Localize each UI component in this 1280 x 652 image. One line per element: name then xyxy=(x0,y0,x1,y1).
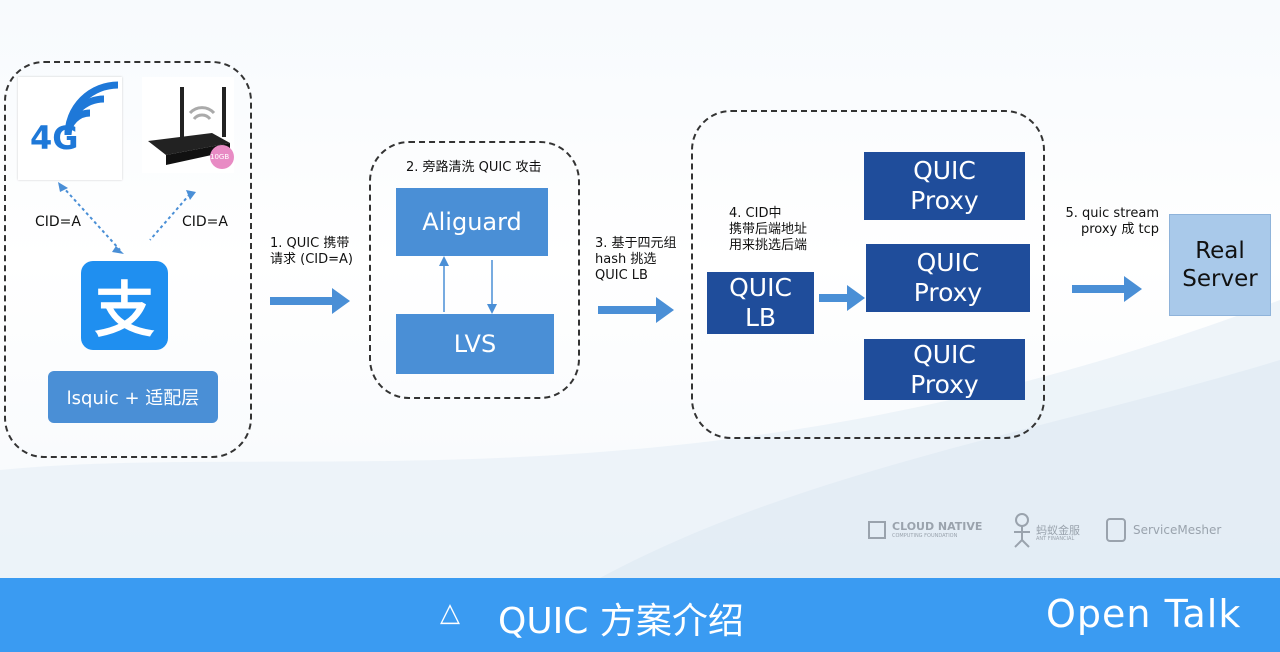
cid-dotted-links xyxy=(58,182,196,254)
quic-proxy-box-1: QUIC Proxy xyxy=(864,152,1025,220)
step1-arrow xyxy=(270,288,350,314)
aliguard-group xyxy=(369,141,580,399)
quic-lb-label: QUIC LB xyxy=(729,273,792,332)
alipay-glyph: 支 xyxy=(94,276,155,346)
icon-4g-text: 4G xyxy=(30,119,79,157)
cncf-subtext: COMPUTING FOUNDATION xyxy=(892,533,958,539)
quic-proxy-label-1: QUIC Proxy xyxy=(910,156,979,215)
lvs-label: LVS xyxy=(453,330,497,358)
lvs-box: LVS xyxy=(396,314,554,374)
cncf-icon xyxy=(868,521,886,539)
footer-bar: △ QUIC 方案介绍 Open Talk xyxy=(0,578,1280,652)
quic-proxy-label-3: QUIC Proxy xyxy=(910,339,979,399)
servicemesher-icon xyxy=(1106,518,1126,542)
cncf-logo: CLOUD NATIVE COMPUTING FOUNDATION xyxy=(868,519,992,541)
lb-to-proxy-arrow xyxy=(819,285,865,311)
cid-label-right: CID=A xyxy=(182,214,228,230)
footer-triangle-icon: △ xyxy=(440,598,460,628)
quic-lb-box: QUIC LB xyxy=(707,272,814,334)
alipay-icon: 支 xyxy=(81,261,168,350)
quic-proxy-box-2: QUIC Proxy xyxy=(866,244,1030,312)
servicemesher-logo: ServiceMesher xyxy=(1106,518,1226,544)
aliguard-group-title: 2. 旁路清洗 QUIC 攻击 xyxy=(406,160,542,175)
background-wave xyxy=(0,300,1280,578)
step5-arrow xyxy=(1072,276,1142,302)
step3-label: 3. 基于四元组 hash 挑选 QUIC LB xyxy=(595,236,677,283)
lsquic-box: lsquic + 适配层 xyxy=(48,371,218,423)
footer-brand: Open Talk xyxy=(1046,592,1242,636)
aliguard-box: Aliguard xyxy=(396,188,548,256)
mobile-4g-icon: 4G xyxy=(18,77,122,180)
ant-icon xyxy=(1014,513,1030,548)
step5-label: 5. quic stream proxy 成 tcp xyxy=(1065,206,1159,237)
aliguard-label: Aliguard xyxy=(422,208,522,236)
step4-label: 4. CID中 携带后端地址 用来挑选后端 xyxy=(729,206,808,253)
lsquic-label: lsquic + 适配层 xyxy=(66,388,200,409)
real-server-box: Real Server xyxy=(1169,214,1271,316)
lb-group xyxy=(691,110,1045,439)
client-group xyxy=(4,61,252,458)
quic-proxy-box-3: QUIC Proxy xyxy=(864,339,1025,400)
step1-label: 1. QUIC 携带 请求 (CID=A) xyxy=(270,236,353,267)
ant-subtext: ANT FINANCIAL xyxy=(1036,536,1075,542)
footer-title: QUIC 方案介绍 xyxy=(498,601,744,642)
ant-text: 蚂蚁金服 xyxy=(1036,524,1080,537)
cncf-text: CLOUD NATIVE xyxy=(892,520,983,533)
router-badge: 10GB xyxy=(210,153,230,161)
cid-label-left: CID=A xyxy=(35,214,81,230)
real-server-label: Real Server xyxy=(1182,238,1258,292)
servicemesher-text: ServiceMesher xyxy=(1133,523,1222,537)
quic-proxy-label-2: QUIC Proxy xyxy=(913,248,983,307)
aliguard-lvs-arrows xyxy=(439,256,497,314)
ant-financial-logo: 蚂蚁金服 ANT FINANCIAL xyxy=(1010,512,1090,548)
wifi-router-icon: 10GB xyxy=(142,77,234,173)
step3-arrow xyxy=(598,297,674,323)
